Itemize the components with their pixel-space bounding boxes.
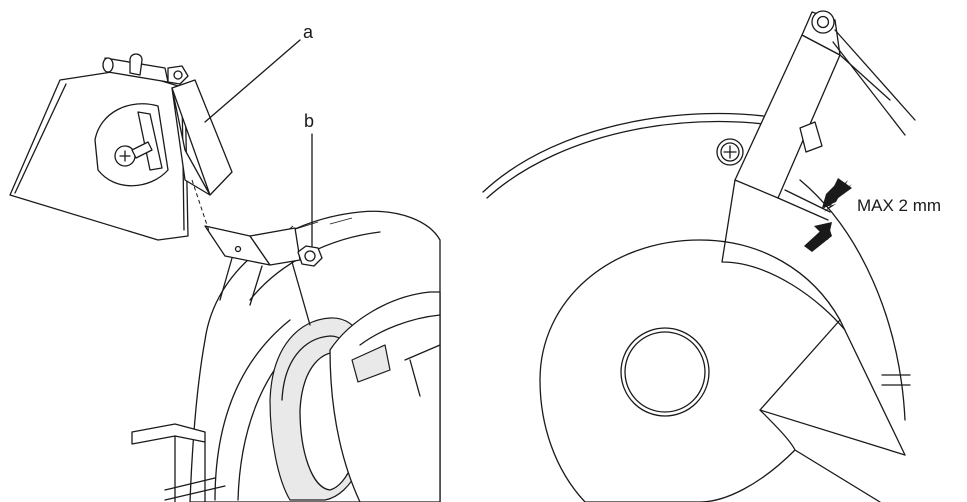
arrow-down-left-icon	[822, 178, 852, 212]
tool-rest	[131, 423, 226, 502]
arrow-up-right-icon	[804, 222, 832, 252]
wheel-hub-outer	[620, 327, 710, 417]
spark-arrestor	[734, 10, 916, 199]
left-panel: a b	[9, 22, 441, 502]
screw-b	[297, 245, 323, 267]
eye-shield	[9, 69, 189, 241]
gap-line-top	[777, 197, 829, 221]
shield-bracket	[102, 53, 233, 196]
gap-note: MAX 2 mm	[857, 196, 941, 215]
grinding-wheel-front	[539, 239, 841, 502]
guard-cover	[329, 291, 441, 502]
label-a: a	[303, 22, 314, 42]
label-b: b	[304, 111, 314, 131]
alignment-dashed-line	[191, 179, 211, 235]
leader-line-a	[204, 39, 301, 123]
mounting-bracket	[204, 225, 311, 326]
guard-outer-arc	[482, 112, 801, 193]
guard-plate-edge	[721, 179, 846, 331]
right-panel: MAX 2 mm	[482, 10, 941, 502]
wheel-hub-inner	[624, 331, 706, 413]
guard-screw	[716, 138, 744, 166]
